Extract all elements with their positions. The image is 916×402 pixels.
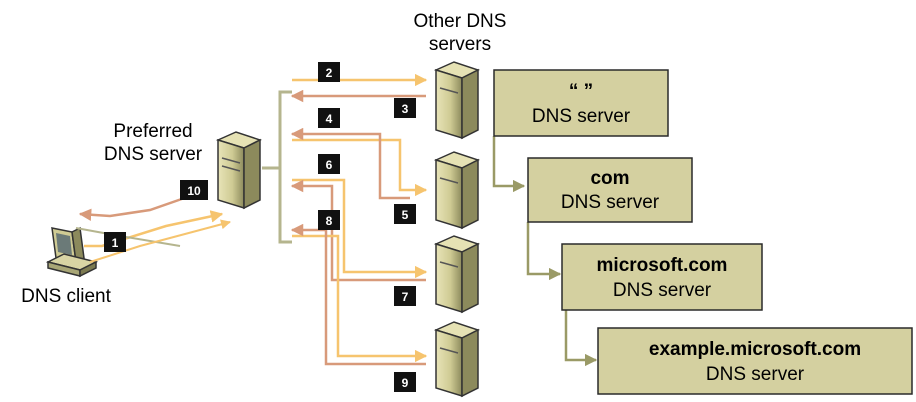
root-box-subtitle: DNS server [532,106,631,127]
step-number: 7 [402,290,409,304]
step-badge-10: 10 [180,180,208,200]
other-servers-label-line2: servers [429,34,491,55]
step-badge-3: 3 [394,98,416,118]
query-response-arrows [290,73,428,366]
dns-client-label: DNS client [21,286,111,307]
other-dns-server-3-icon [433,235,480,314]
microsoft-com-box-title: microsoft.com [597,255,728,276]
example-microsoft-com-dns-server-box: example.microsoft.com DNS server [597,327,913,395]
other-servers-label-line1: Other DNS [414,11,507,32]
root-dns-server-box: “ ” DNS server [493,69,669,137]
step-number: 1 [112,236,119,250]
com-box-title: com [590,168,629,189]
step-badge-9: 9 [394,372,416,392]
step-number: 10 [187,184,201,198]
other-dns-server-1-icon [433,61,480,140]
step-number: 5 [402,208,409,222]
step-badge-1: 1 [104,232,126,252]
example-box-subtitle: DNS server [706,364,805,385]
step-number: 9 [402,376,409,390]
step-number: 2 [326,66,333,80]
other-dns-server-4-icon [433,321,480,398]
step-number: 6 [326,158,333,172]
com-dns-server-box: com DNS server [527,157,693,223]
hierarchy-connectors [492,136,598,367]
step-badge-5: 5 [394,204,416,224]
step-badge-2: 2 [318,62,340,82]
microsoft-com-dns-server-box: microsoft.com DNS server [561,243,763,311]
step-number: 3 [402,102,409,116]
client-server-flows [75,192,231,263]
root-box-title: “ ” [569,81,593,102]
dns-client-computer-icon [45,226,99,278]
example-box-title: example.microsoft.com [649,339,861,360]
microsoft-com-box-subtitle: DNS server [613,280,712,301]
com-box-subtitle: DNS server [561,192,660,213]
preferred-dns-server-icon [215,131,262,210]
query-bracket [262,90,292,244]
preferred-server-label-line1: Preferred [113,121,192,142]
other-dns-server-2-icon [433,151,480,230]
step-badge-7: 7 [394,286,416,306]
step-badge-6: 6 [318,154,340,174]
step-badge-4: 4 [318,108,340,128]
step-badge-8: 8 [318,210,340,230]
step-number: 4 [326,112,333,126]
step-number: 8 [326,214,333,228]
preferred-server-label-line2: DNS server [104,144,203,165]
